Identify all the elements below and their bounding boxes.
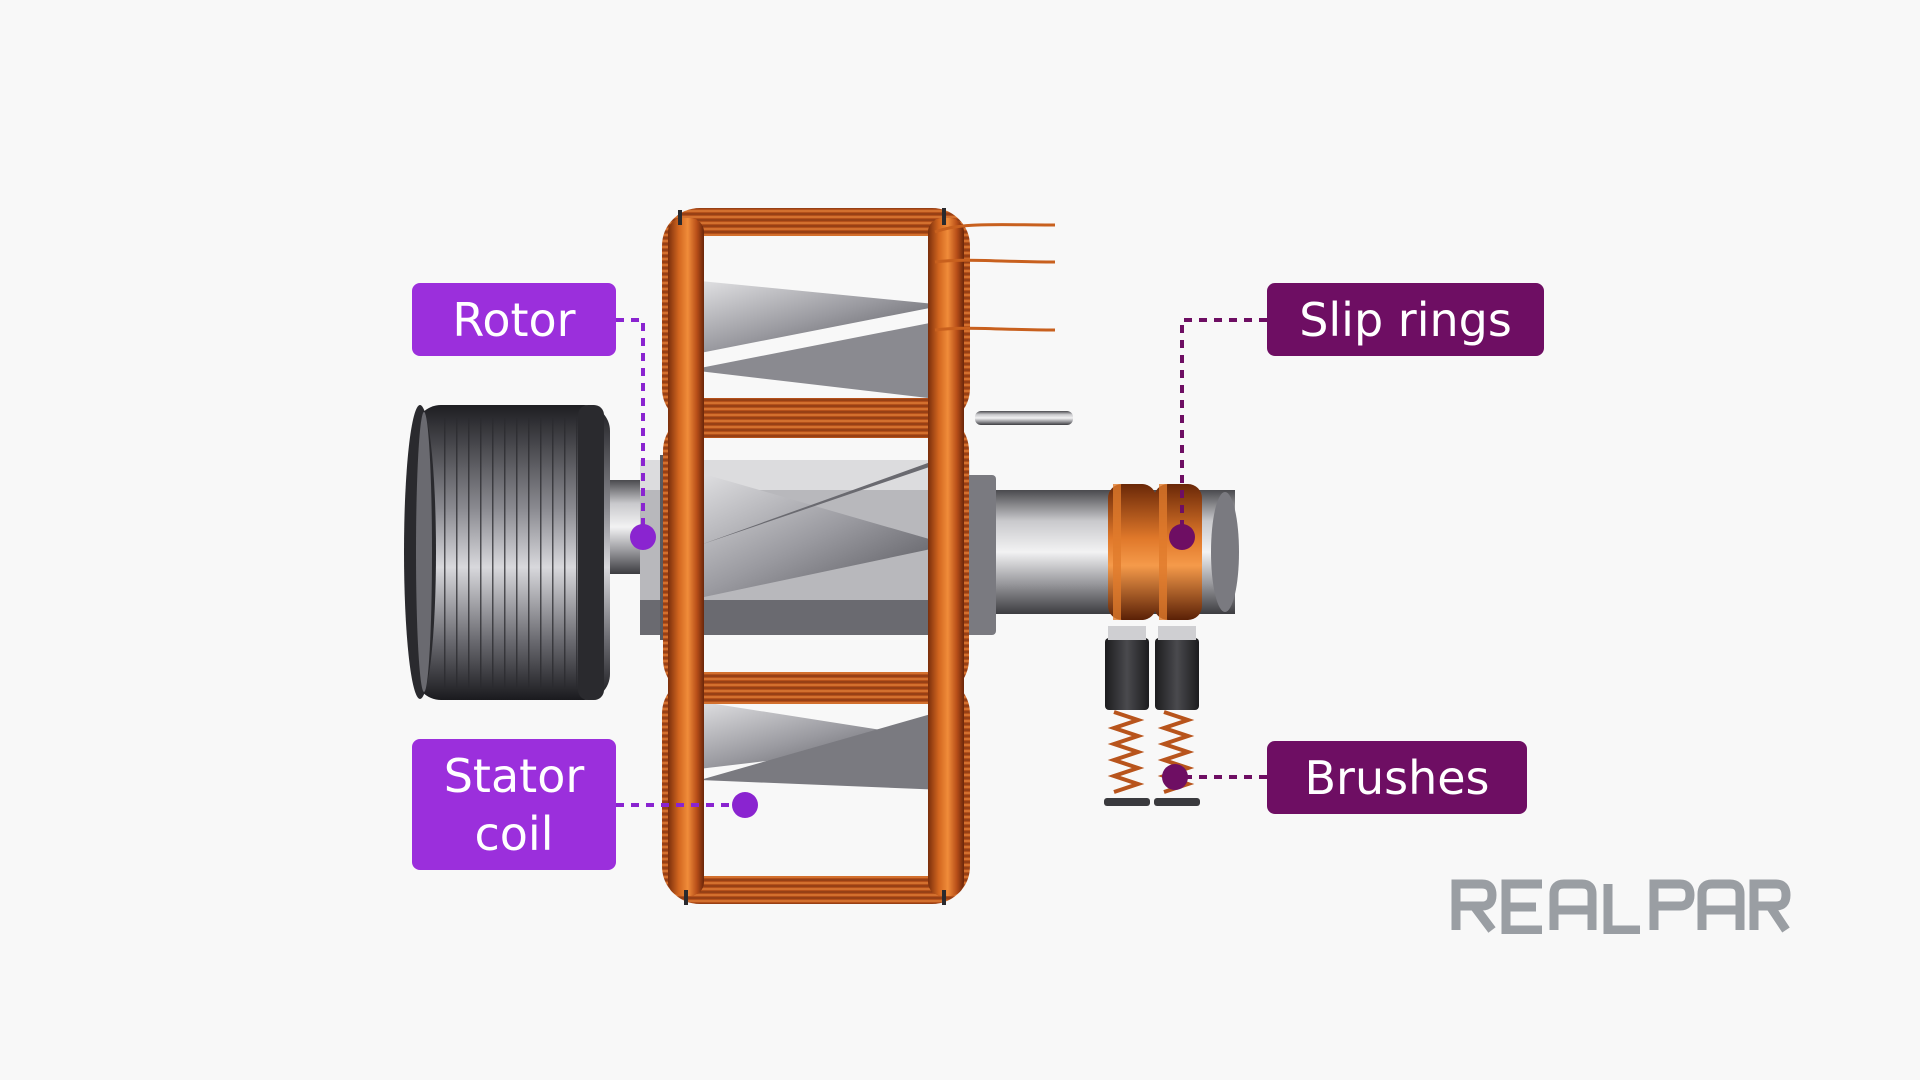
brushes-label: Brushes <box>1267 741 1527 814</box>
stator-coil-label: Stator coil <box>412 739 616 870</box>
slip-rings-label-text: Slip rings <box>1299 292 1512 347</box>
brushes-label-text: Brushes <box>1304 750 1490 805</box>
realpars-logo <box>1451 879 1791 934</box>
brushes <box>1104 626 1200 806</box>
stator-label-line2: coil <box>474 806 554 861</box>
slip-rings-label: Slip rings <box>1267 283 1544 356</box>
rotor-label: Rotor <box>412 283 616 356</box>
stator-windings <box>662 208 970 905</box>
rotor-label-text: Rotor <box>452 292 576 347</box>
pulley <box>404 405 610 700</box>
terminal-pin <box>975 411 1073 425</box>
leader-lines <box>616 318 1267 807</box>
lead-wires <box>934 223 1056 332</box>
claw-poles <box>690 280 950 790</box>
slip-rings <box>1108 484 1202 620</box>
shaft-end <box>1211 492 1239 612</box>
leader-dots <box>630 524 1195 818</box>
stator-label-line1: Stator <box>443 748 585 803</box>
